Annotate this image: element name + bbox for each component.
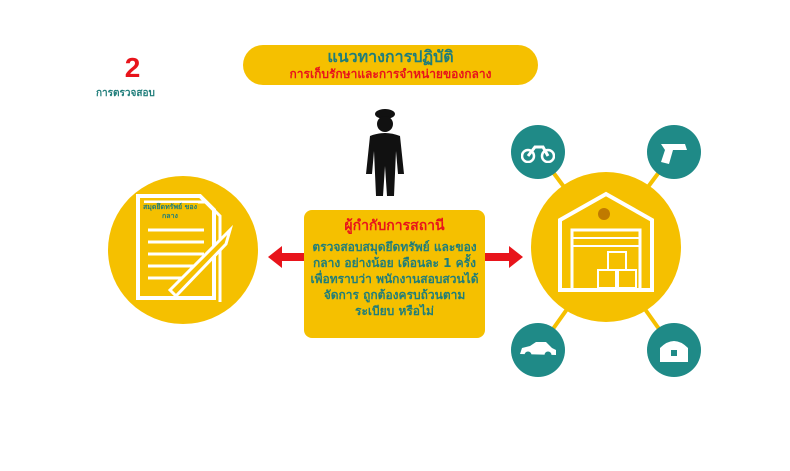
- step-label: การตรวจสอบ: [96, 88, 155, 99]
- title-main: แนวทางการปฏิบัติ: [327, 47, 454, 66]
- station-chief-box: ผู้กำกับการสถานี ตรวจสอบสมุดยึดทรัพย์ แล…: [304, 210, 485, 338]
- arrow-right-icon: [483, 246, 523, 268]
- arrow-left-icon: [268, 246, 308, 268]
- motorcycle-icon: [511, 125, 565, 179]
- step-number: 2: [124, 52, 141, 83]
- officer-icon: [366, 109, 404, 196]
- title-sub: การเก็บรักษาและการจำหน่ายของกลาง: [289, 67, 492, 81]
- car-icon: [511, 323, 565, 377]
- box-body: ตรวจสอบสมุดยึดทรัพย์ และของกลาง อย่างน้อ…: [310, 240, 479, 318]
- title-banner: แนวทางการปฏิบัติ การเก็บรักษาและการจำหน่…: [243, 45, 538, 85]
- box-heading: ผู้กำกับการสถานี: [344, 218, 445, 234]
- document-pen-icon: [136, 194, 234, 302]
- document-label: สมุดยึดทรัพย์ ของกลาง: [142, 203, 198, 221]
- treasure-chest-icon: [647, 323, 701, 377]
- gun-icon: [647, 125, 701, 179]
- warehouse-icon: [558, 191, 654, 292]
